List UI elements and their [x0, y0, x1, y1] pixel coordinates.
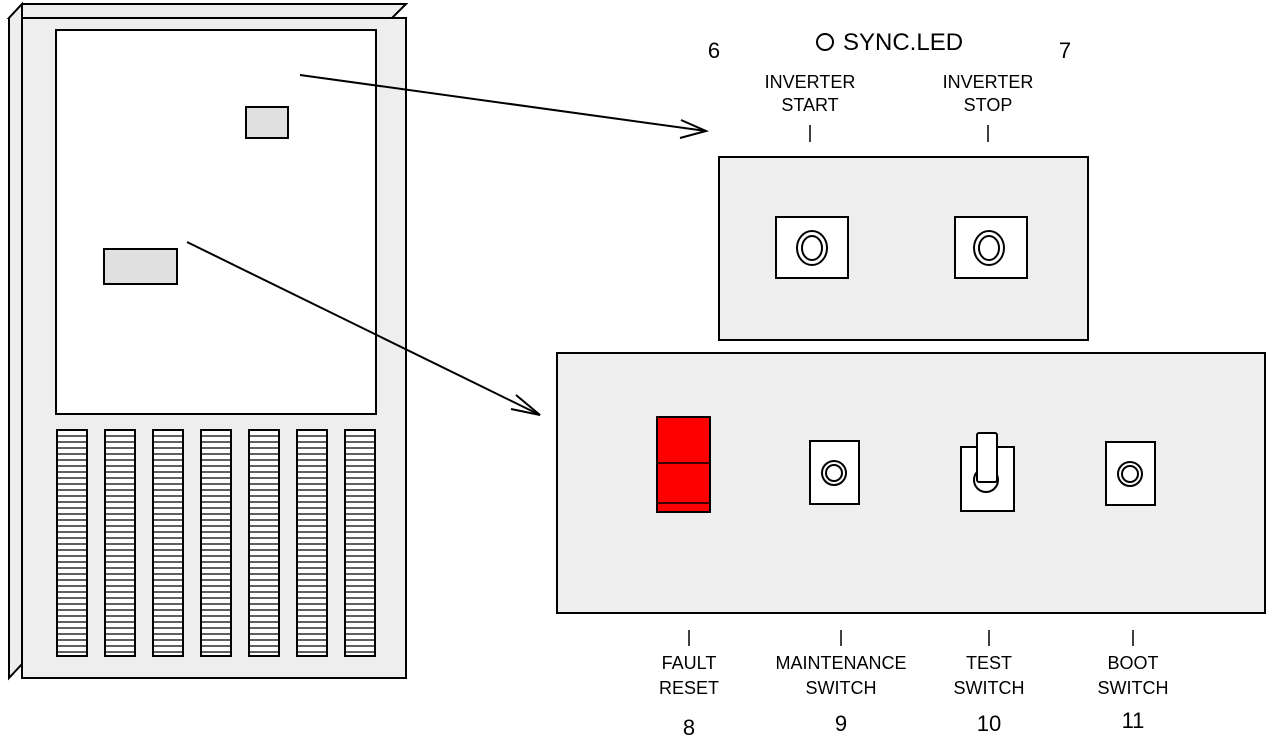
inverter-stop-label-line1: INVERTER: [943, 72, 1034, 92]
callout-number-11: 11: [1122, 708, 1145, 733]
inverter-stop-label-line2: STOP: [964, 95, 1013, 115]
inverter-stop-button-cap: [978, 235, 1000, 261]
callout-arrow-lower-panel: [186, 241, 541, 416]
boot-switch-knob: [1121, 465, 1139, 483]
vent-column: [200, 429, 232, 657]
inverter-start-label-line2: START: [781, 95, 838, 115]
boot-switch[interactable]: [1105, 441, 1156, 506]
inverter-start-button-cap: [801, 235, 823, 261]
callout-number-8: 8: [683, 715, 695, 738]
cabinet-side-face: [8, 1, 23, 681]
maintenance-switch-label-line2: SWITCH: [806, 678, 877, 698]
cabinet-door-window: [55, 29, 377, 415]
ups-cabinet: [6, 1, 409, 681]
inverter-start-label-line1: INVERTER: [765, 72, 856, 92]
maintenance-switch-knob: [825, 464, 843, 482]
vent-column: [344, 429, 376, 657]
callout-arrow-upper-panel: [299, 74, 710, 139]
fault-reset-label: FAULT RESET 8: [659, 630, 719, 738]
vent-column: [296, 429, 328, 657]
fault-reset-label-line2: RESET: [659, 678, 719, 698]
inverter-stop-button[interactable]: [954, 216, 1028, 279]
sync-led: SYNC.LED: [816, 29, 963, 56]
boot-switch-label: BOOT SWITCH 11: [1098, 630, 1169, 733]
test-switch[interactable]: [960, 432, 1015, 512]
maintenance-switch[interactable]: [809, 440, 860, 505]
test-switch-label: TEST SWITCH 10: [954, 630, 1025, 736]
vent-column: [56, 429, 88, 657]
callout-number-6: 6: [708, 38, 720, 63]
inverter-start-button[interactable]: [775, 216, 849, 279]
cabinet-lower-panel-indicator: [103, 248, 178, 285]
cabinet-top-face: [6, 3, 409, 19]
lower-panel-callout: FAULT RESET 8 MAINTENANCE SWITCH 9 TEST …: [556, 352, 1266, 738]
vent-column: [152, 429, 184, 657]
test-switch-lever: [976, 432, 998, 483]
vent-column: [248, 429, 280, 657]
fault-reset-label-line1: FAULT: [662, 653, 717, 673]
callout-number-7: 7: [1059, 38, 1071, 63]
test-switch-label-line2: SWITCH: [954, 678, 1025, 698]
maintenance-switch-label: MAINTENANCE SWITCH 9: [775, 630, 907, 736]
callout-number-10: 10: [977, 711, 1001, 736]
sync-led-indicator-icon: [816, 33, 834, 51]
boot-switch-label-line2: SWITCH: [1098, 678, 1169, 698]
fault-reset-button[interactable]: [656, 416, 711, 513]
cabinet-vents: [56, 429, 376, 657]
upper-panel: [718, 156, 1089, 341]
boot-switch-label-line1: BOOT: [1107, 653, 1158, 673]
callout-arrows: [186, 74, 710, 416]
cabinet-upper-panel-indicator: [245, 106, 289, 139]
maintenance-switch-label-line1: MAINTENANCE: [775, 653, 906, 673]
callout-number-9: 9: [835, 711, 847, 736]
sync-led-label: SYNC.LED: [843, 29, 963, 56]
fault-reset-button-body: [656, 416, 711, 513]
upper-panel-callout: 6 7 INVERTER START INVERTER STOP: [708, 38, 1089, 341]
test-switch-label-line1: TEST: [966, 653, 1012, 673]
vent-column: [104, 429, 136, 657]
